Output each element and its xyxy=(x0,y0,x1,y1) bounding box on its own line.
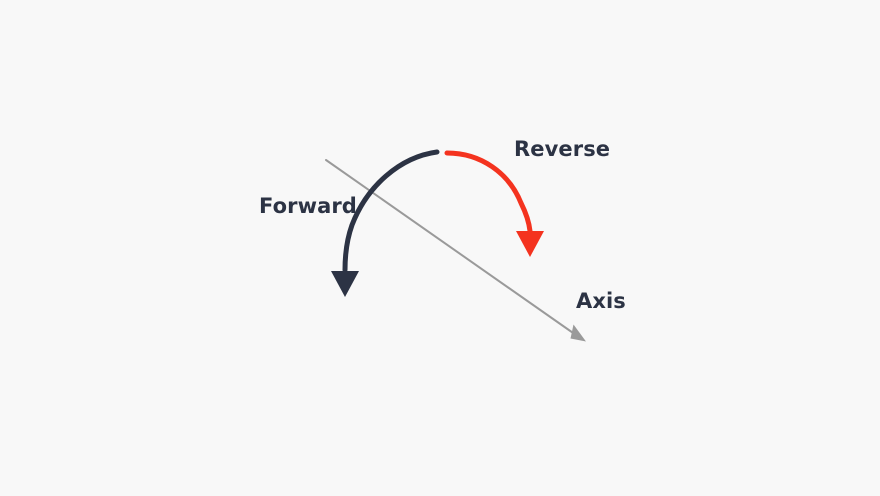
axis-line xyxy=(325,159,577,336)
axis-label: Axis xyxy=(576,289,626,313)
reverse-arc-path xyxy=(444,150,533,234)
forward-arrowhead xyxy=(331,271,359,297)
forward-arc xyxy=(331,149,440,297)
forward-arc-path xyxy=(342,149,440,273)
axis-arrow xyxy=(325,159,586,342)
reverse-arc xyxy=(444,150,544,257)
forward-label: Forward xyxy=(259,194,357,218)
reverse-arrowhead xyxy=(516,231,544,257)
axis-arrowhead xyxy=(570,324,586,342)
reverse-label: Reverse xyxy=(514,137,611,161)
